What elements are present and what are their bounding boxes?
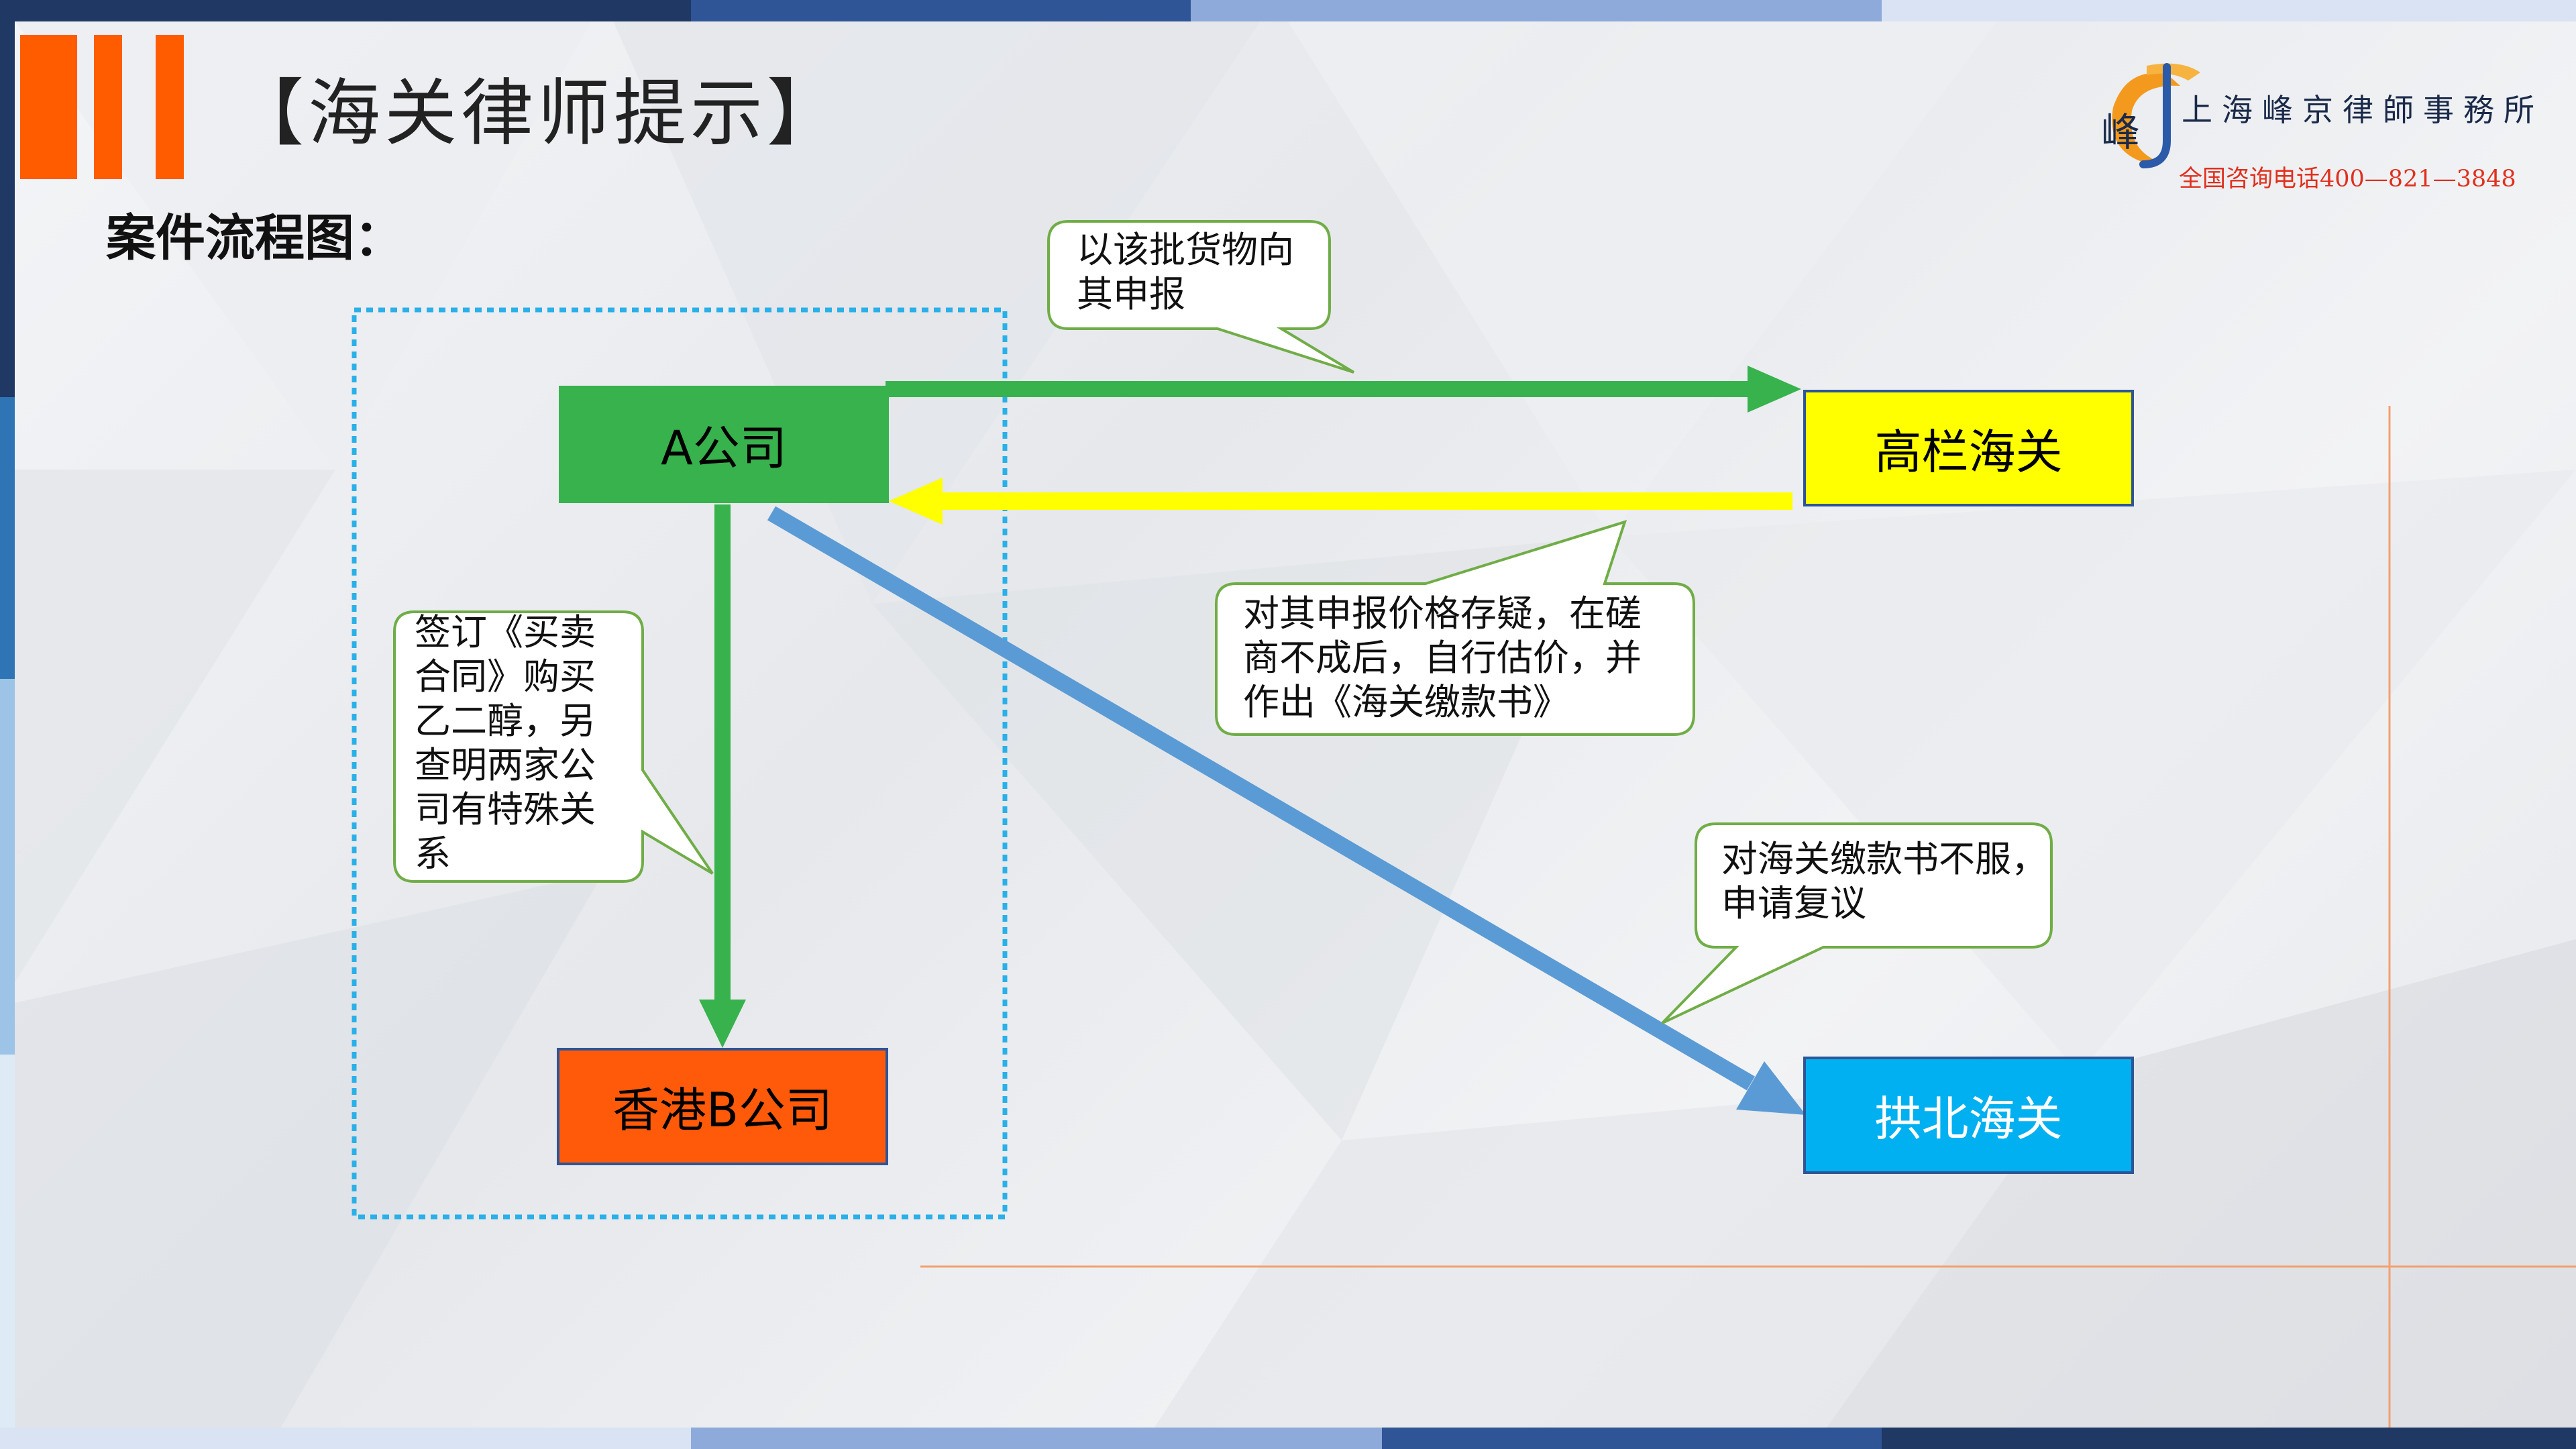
top-bar-pale	[1882, 0, 2576, 21]
bottom-bar-dark	[1882, 1428, 2576, 1449]
top-bar-light	[1191, 0, 1882, 21]
arrow-a-to-gaolan	[885, 366, 1801, 413]
node-gaolan-customs: 高栏海关	[1803, 390, 2134, 506]
logo-glyph: 峰	[2101, 109, 2141, 155]
bottom-bar-pale	[0, 1428, 691, 1449]
accent-bar-3	[156, 35, 184, 179]
accent-bar-1	[20, 35, 77, 179]
callout-declare-text: 以该批货物向 其申报	[1077, 229, 1294, 315]
arrow-a-to-gongbei	[767, 506, 1806, 1115]
arrow-gaolan-to-a	[889, 478, 1792, 525]
bottom-bar-mid	[1382, 1428, 1882, 1449]
bottom-bar-light	[691, 1428, 1382, 1449]
top-bar-dark	[0, 0, 691, 21]
node-hk-company-b: 香港B公司	[557, 1048, 888, 1165]
top-bar-mid	[691, 0, 1191, 21]
node-gongbei-customs: 拱北海关	[1803, 1057, 2134, 1174]
related-companies-group-box	[352, 307, 1008, 1220]
callout-price-doubt-text: 对其申报价格存疑，在磋 商不成后，自行估价，并 作出《海关缴款书》	[1243, 592, 1642, 723]
law-firm-name: 上海峰京律師事務所	[2182, 92, 2544, 128]
callout-review-shape	[1661, 822, 2053, 1024]
callout-declare-shape	[1047, 220, 1355, 374]
page-title: 【海关律师提示】	[231, 72, 844, 156]
accent-bar-2	[94, 35, 122, 179]
callout-contract-text: 签订《买卖 合同》购买 乙二醇，另 查明两家公 司有特殊关 系	[415, 611, 596, 875]
callout-contract-shape	[393, 610, 714, 883]
arrow-a-to-hk-b	[699, 504, 746, 1048]
callout-price-doubt-shape	[1215, 519, 1695, 736]
flowchart-subtitle: 案件流程图：	[106, 209, 404, 267]
node-company-a: A公司	[559, 386, 889, 503]
consult-hotline: 全国咨询电话400—821—3848	[2179, 166, 2516, 193]
callout-review-text: 对海关缴款书不服， 申请复议	[1721, 838, 2047, 924]
law-firm-logo-icon	[2112, 63, 2200, 168]
